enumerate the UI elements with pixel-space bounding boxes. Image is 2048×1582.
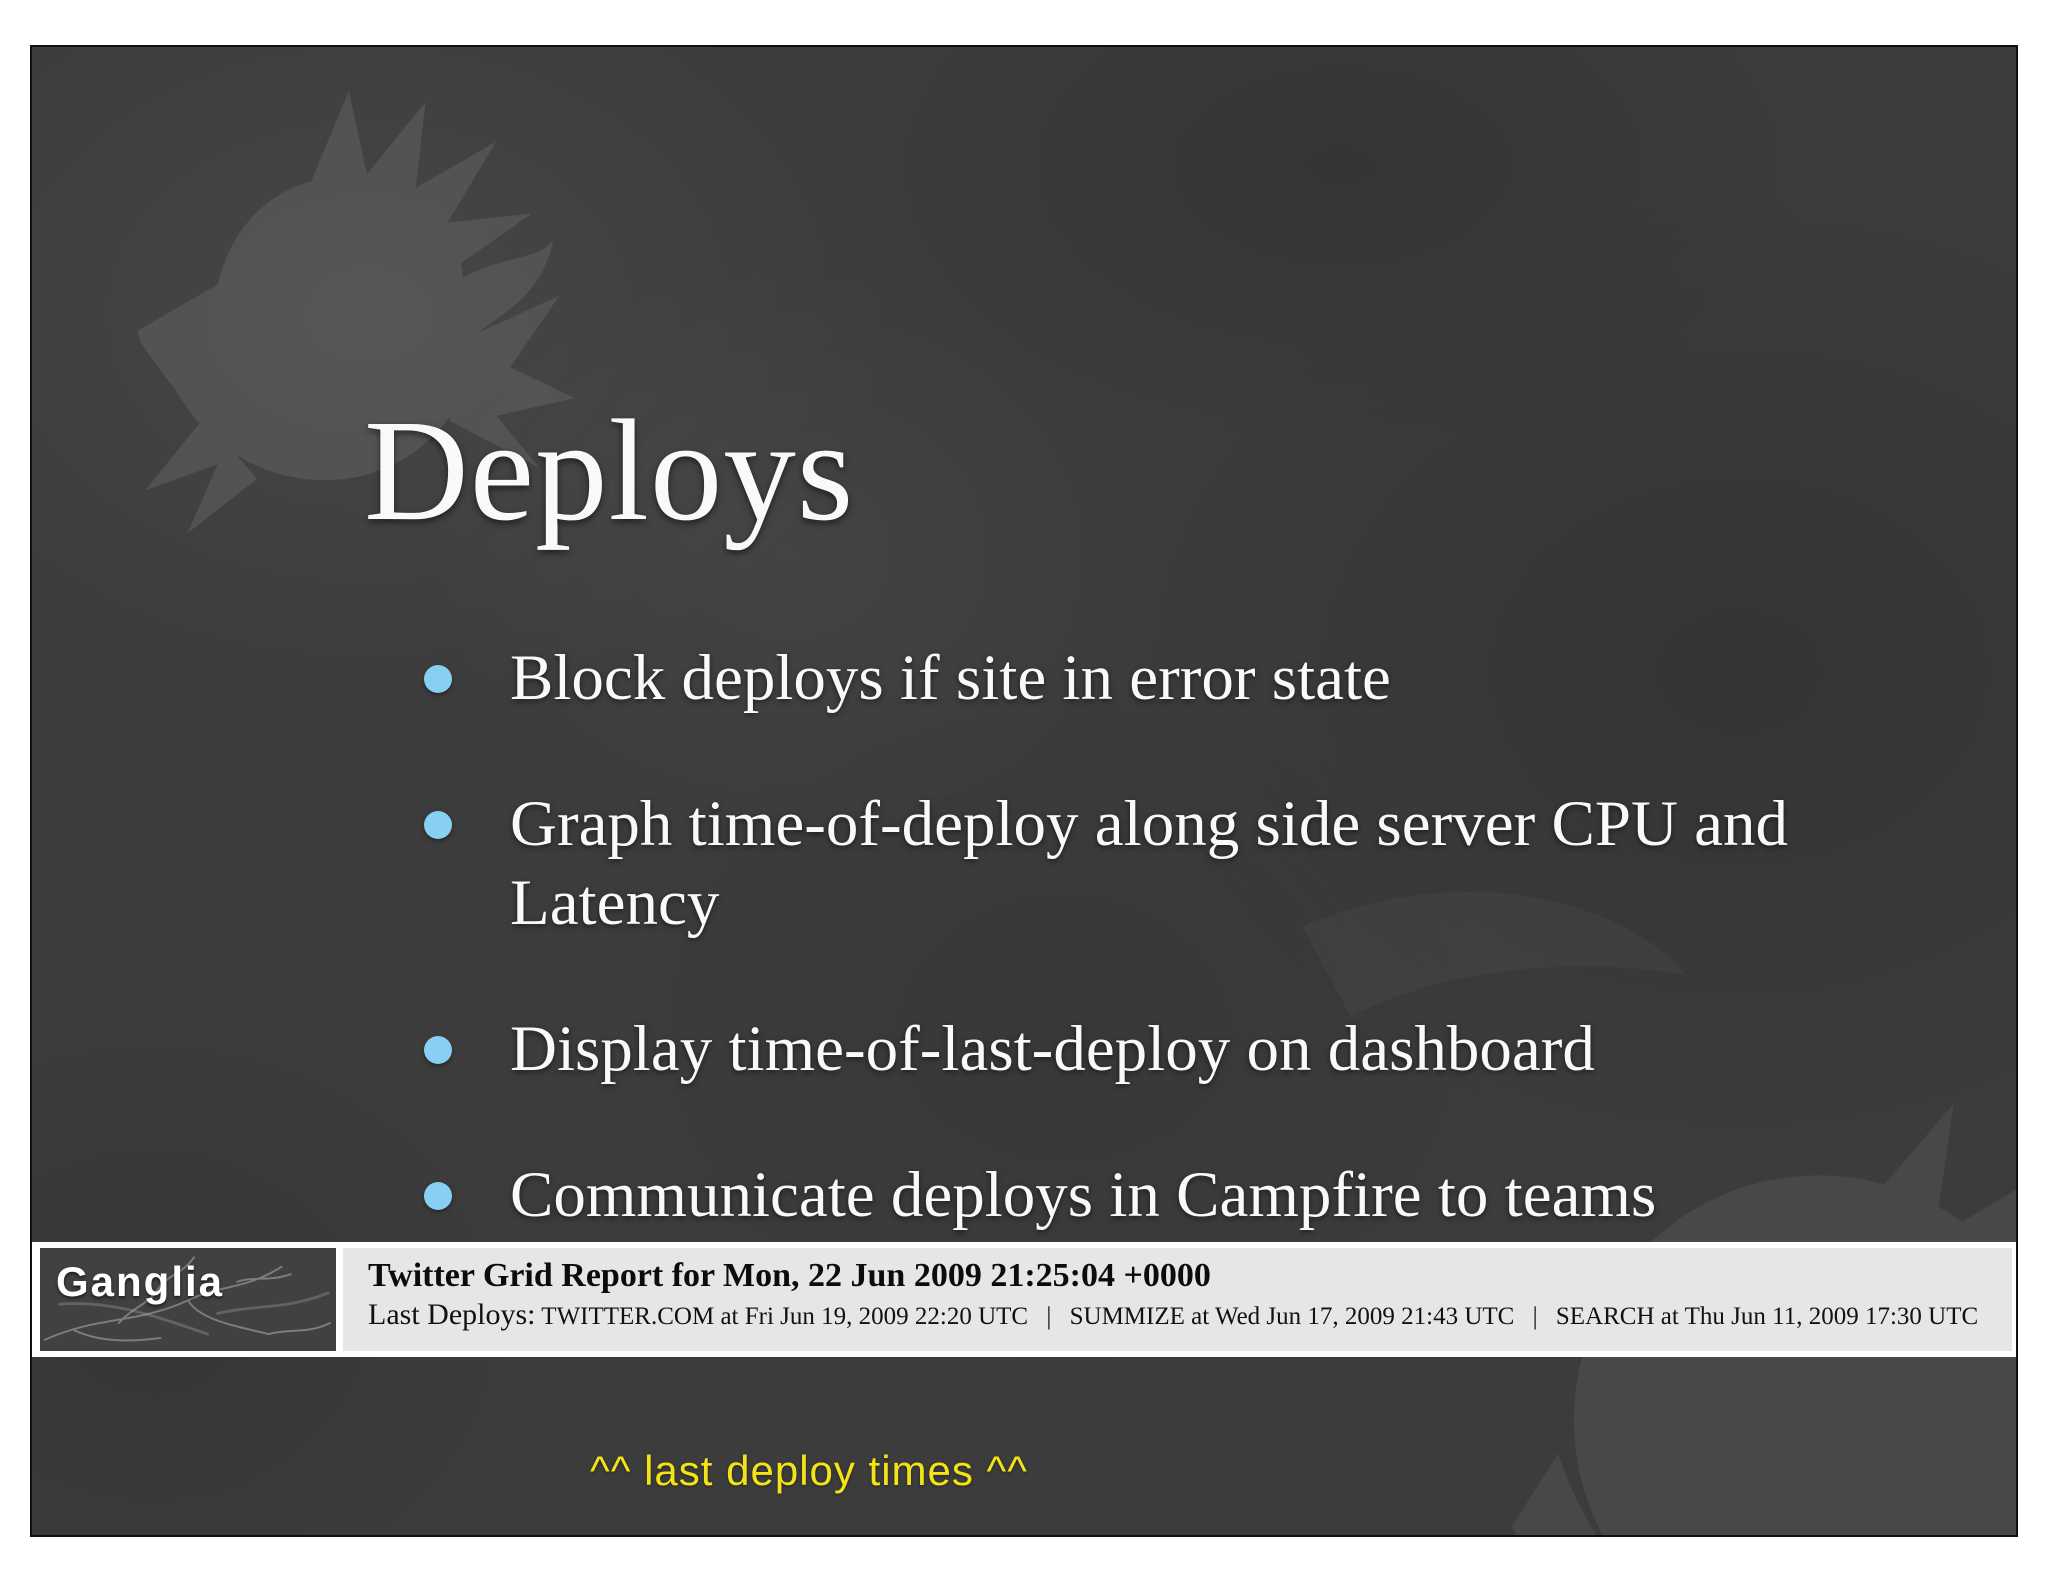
bullet-list: Block deploys if site in error state Gra… [410,639,1790,1302]
deploy-name: SEARCH [1555,1303,1655,1330]
bullet-dot [424,1182,452,1210]
report-title: Twitter Grid Report for Mon, 22 Jun 2009… [368,1257,1211,1294]
deploy-name: TWITTER.COM [541,1303,715,1330]
last-deploys-line: Last Deploys: TWITTER.COM at Fri Jun 19,… [368,1296,2002,1336]
bullet-text: Block deploys if site in error state [510,642,1391,714]
ganglia-screenshot-strip: Ganglia Twitter Grid Report for Mon, 22 … [32,1242,2016,1357]
bullet-text: Display time-of-last-deploy on dashboard [510,1013,1595,1085]
slide-title: Deploys [364,391,855,551]
deploy-time: at Thu Jun 11, 2009 17:30 UTC [1660,1303,1979,1330]
ganglia-logo-text: Ganglia [56,1258,225,1305]
neuron-texture [43,1256,332,1342]
deploy-time: at Wed Jun 17, 2009 21:43 UTC [1191,1303,1515,1330]
ganglia-report-panel: Twitter Grid Report for Mon, 22 Jun 2009… [343,1248,2012,1351]
separator: | [1046,1303,1052,1330]
separator: | [1532,1303,1538,1330]
bullet-item: Display time-of-last-deploy on dashboard [410,1010,1790,1089]
bullet-text: Graph time-of-deploy along side server C… [510,788,1789,939]
bullet-dot [424,811,452,839]
bullet-dot [424,1036,452,1064]
bullet-dot [424,665,452,693]
last-deploys-label: Last Deploys: [368,1298,536,1331]
annotation-last-deploy-times: ^^ last deploy times ^^ [590,1447,1028,1494]
bullet-text: Communicate deploys in Campfire to teams [510,1159,1657,1231]
bullet-item: Graph time-of-deploy along side server C… [410,785,1790,943]
presentation-slide: Deploys Block deploys if site in error s… [30,45,2018,1537]
deploy-time: at Fri Jun 19, 2009 22:20 UTC [720,1303,1029,1330]
bullet-item: Communicate deploys in Campfire to teams [410,1156,1790,1235]
bullet-item: Block deploys if site in error state [410,639,1790,718]
ganglia-logo-block: Ganglia [40,1248,336,1351]
deploy-name: SUMMIZE [1069,1303,1185,1330]
